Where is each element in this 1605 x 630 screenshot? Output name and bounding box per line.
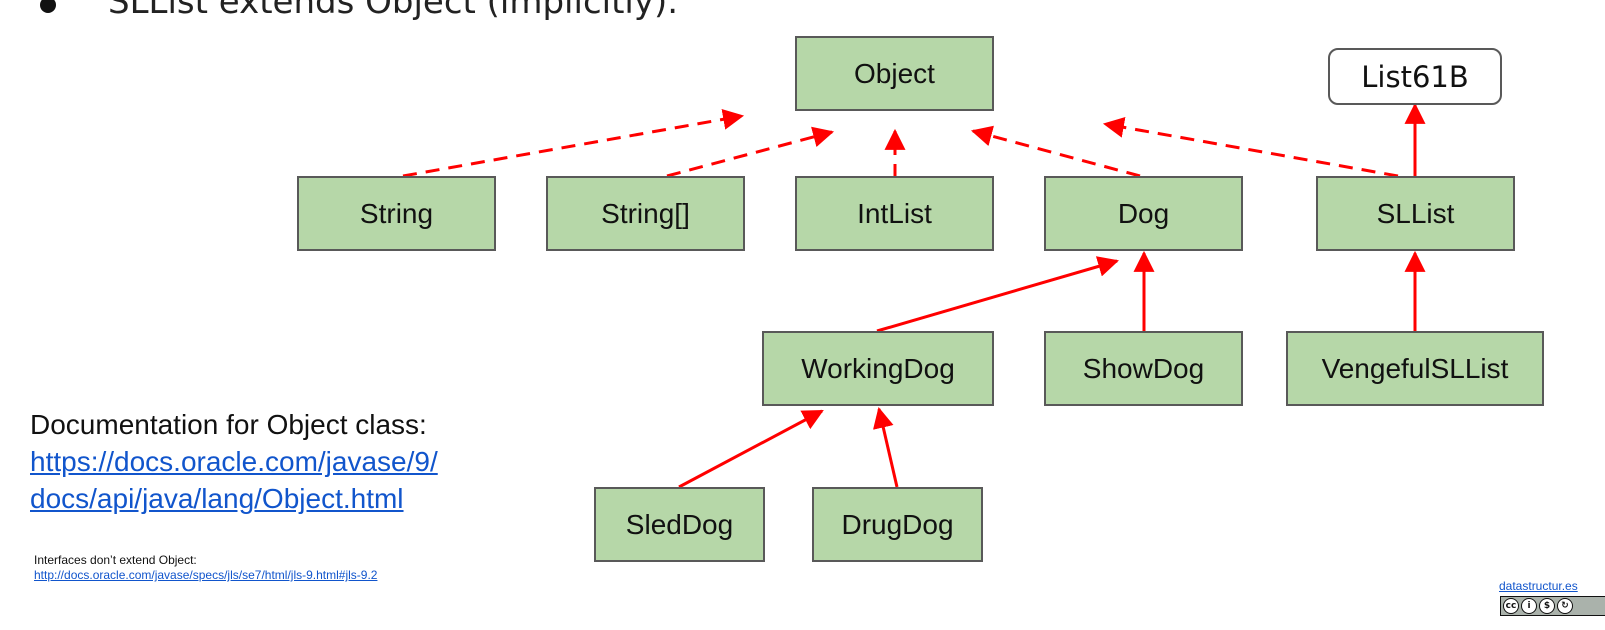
arrow-workingdog-to-dog — [876, 256, 1120, 333]
documentation-block: Documentation for Object class: https://… — [30, 406, 438, 517]
interface-box-list61b: List61B — [1328, 48, 1502, 105]
class-box-workingdog: WorkingDog — [762, 331, 994, 406]
license-badge: cc i $ ↻ — [1500, 596, 1605, 616]
class-label-vengefulsllist: VengefulSLList — [1321, 352, 1509, 384]
class-label-string: String — [359, 197, 434, 229]
class-label-object: Object — [854, 57, 935, 89]
class-box-drugdog: DrugDog — [812, 487, 983, 562]
documentation-label: Documentation for Object class: — [30, 409, 427, 440]
class-label-dog: Dog — [1117, 197, 1170, 229]
class-label-showdog: ShowDog — [1082, 352, 1205, 384]
nc-icon: $ — [1539, 598, 1555, 614]
bullet-point: SLList extends Object (implicitly). — [40, 0, 678, 22]
class-box-string-array: String[] — [546, 176, 745, 251]
class-box-dog: Dog — [1044, 176, 1243, 251]
arrow-string-to-object — [402, 108, 745, 178]
by-icon: i — [1521, 598, 1537, 614]
class-label-intlist: IntList — [857, 197, 932, 229]
sa-icon: ↻ — [1557, 598, 1573, 614]
arrow-drugdog-to-workingdog — [873, 406, 899, 488]
interface-note: Interfaces don’t extend Object: http://d… — [34, 553, 377, 583]
class-box-vengefulsllist: VengefulSLList — [1286, 331, 1544, 406]
arrow-sllist-to-object — [1102, 116, 1399, 178]
bullet-dot-icon — [40, 0, 56, 13]
interface-label-list61b: List61B — [1361, 59, 1469, 94]
class-label-workingdog: WorkingDog — [801, 352, 955, 384]
bullet-text: SLList extends Object (implicitly). — [108, 0, 679, 22]
class-box-sllist: SLList — [1316, 176, 1515, 251]
footer-site-link[interactable]: datastructur.es — [1499, 579, 1578, 593]
class-box-object: Object — [795, 36, 994, 111]
cc-icon: cc — [1503, 598, 1519, 614]
arrow-stringarray-to-object — [666, 126, 835, 178]
interface-note-link[interactable]: http://docs.oracle.com/javase/specs/jls/… — [34, 568, 378, 582]
class-label-string-array: String[] — [601, 197, 690, 229]
documentation-link-line2[interactable]: docs/api/java/lang/Object.html — [30, 483, 404, 514]
documentation-link-line1[interactable]: https://docs.oracle.com/javase/9/ — [30, 446, 438, 477]
interface-note-text: Interfaces don’t extend Object: — [34, 553, 197, 567]
arrow-sleddog-to-workingdog — [678, 409, 824, 489]
class-label-sleddog: SledDog — [625, 508, 734, 540]
class-box-sleddog: SledDog — [594, 487, 765, 562]
class-box-intlist: IntList — [795, 176, 994, 251]
class-box-string: String — [297, 176, 496, 251]
class-box-showdog: ShowDog — [1044, 331, 1243, 406]
arrow-dog-to-object — [970, 125, 1141, 178]
class-label-sllist: SLList — [1376, 197, 1455, 229]
class-label-drugdog: DrugDog — [841, 508, 954, 540]
